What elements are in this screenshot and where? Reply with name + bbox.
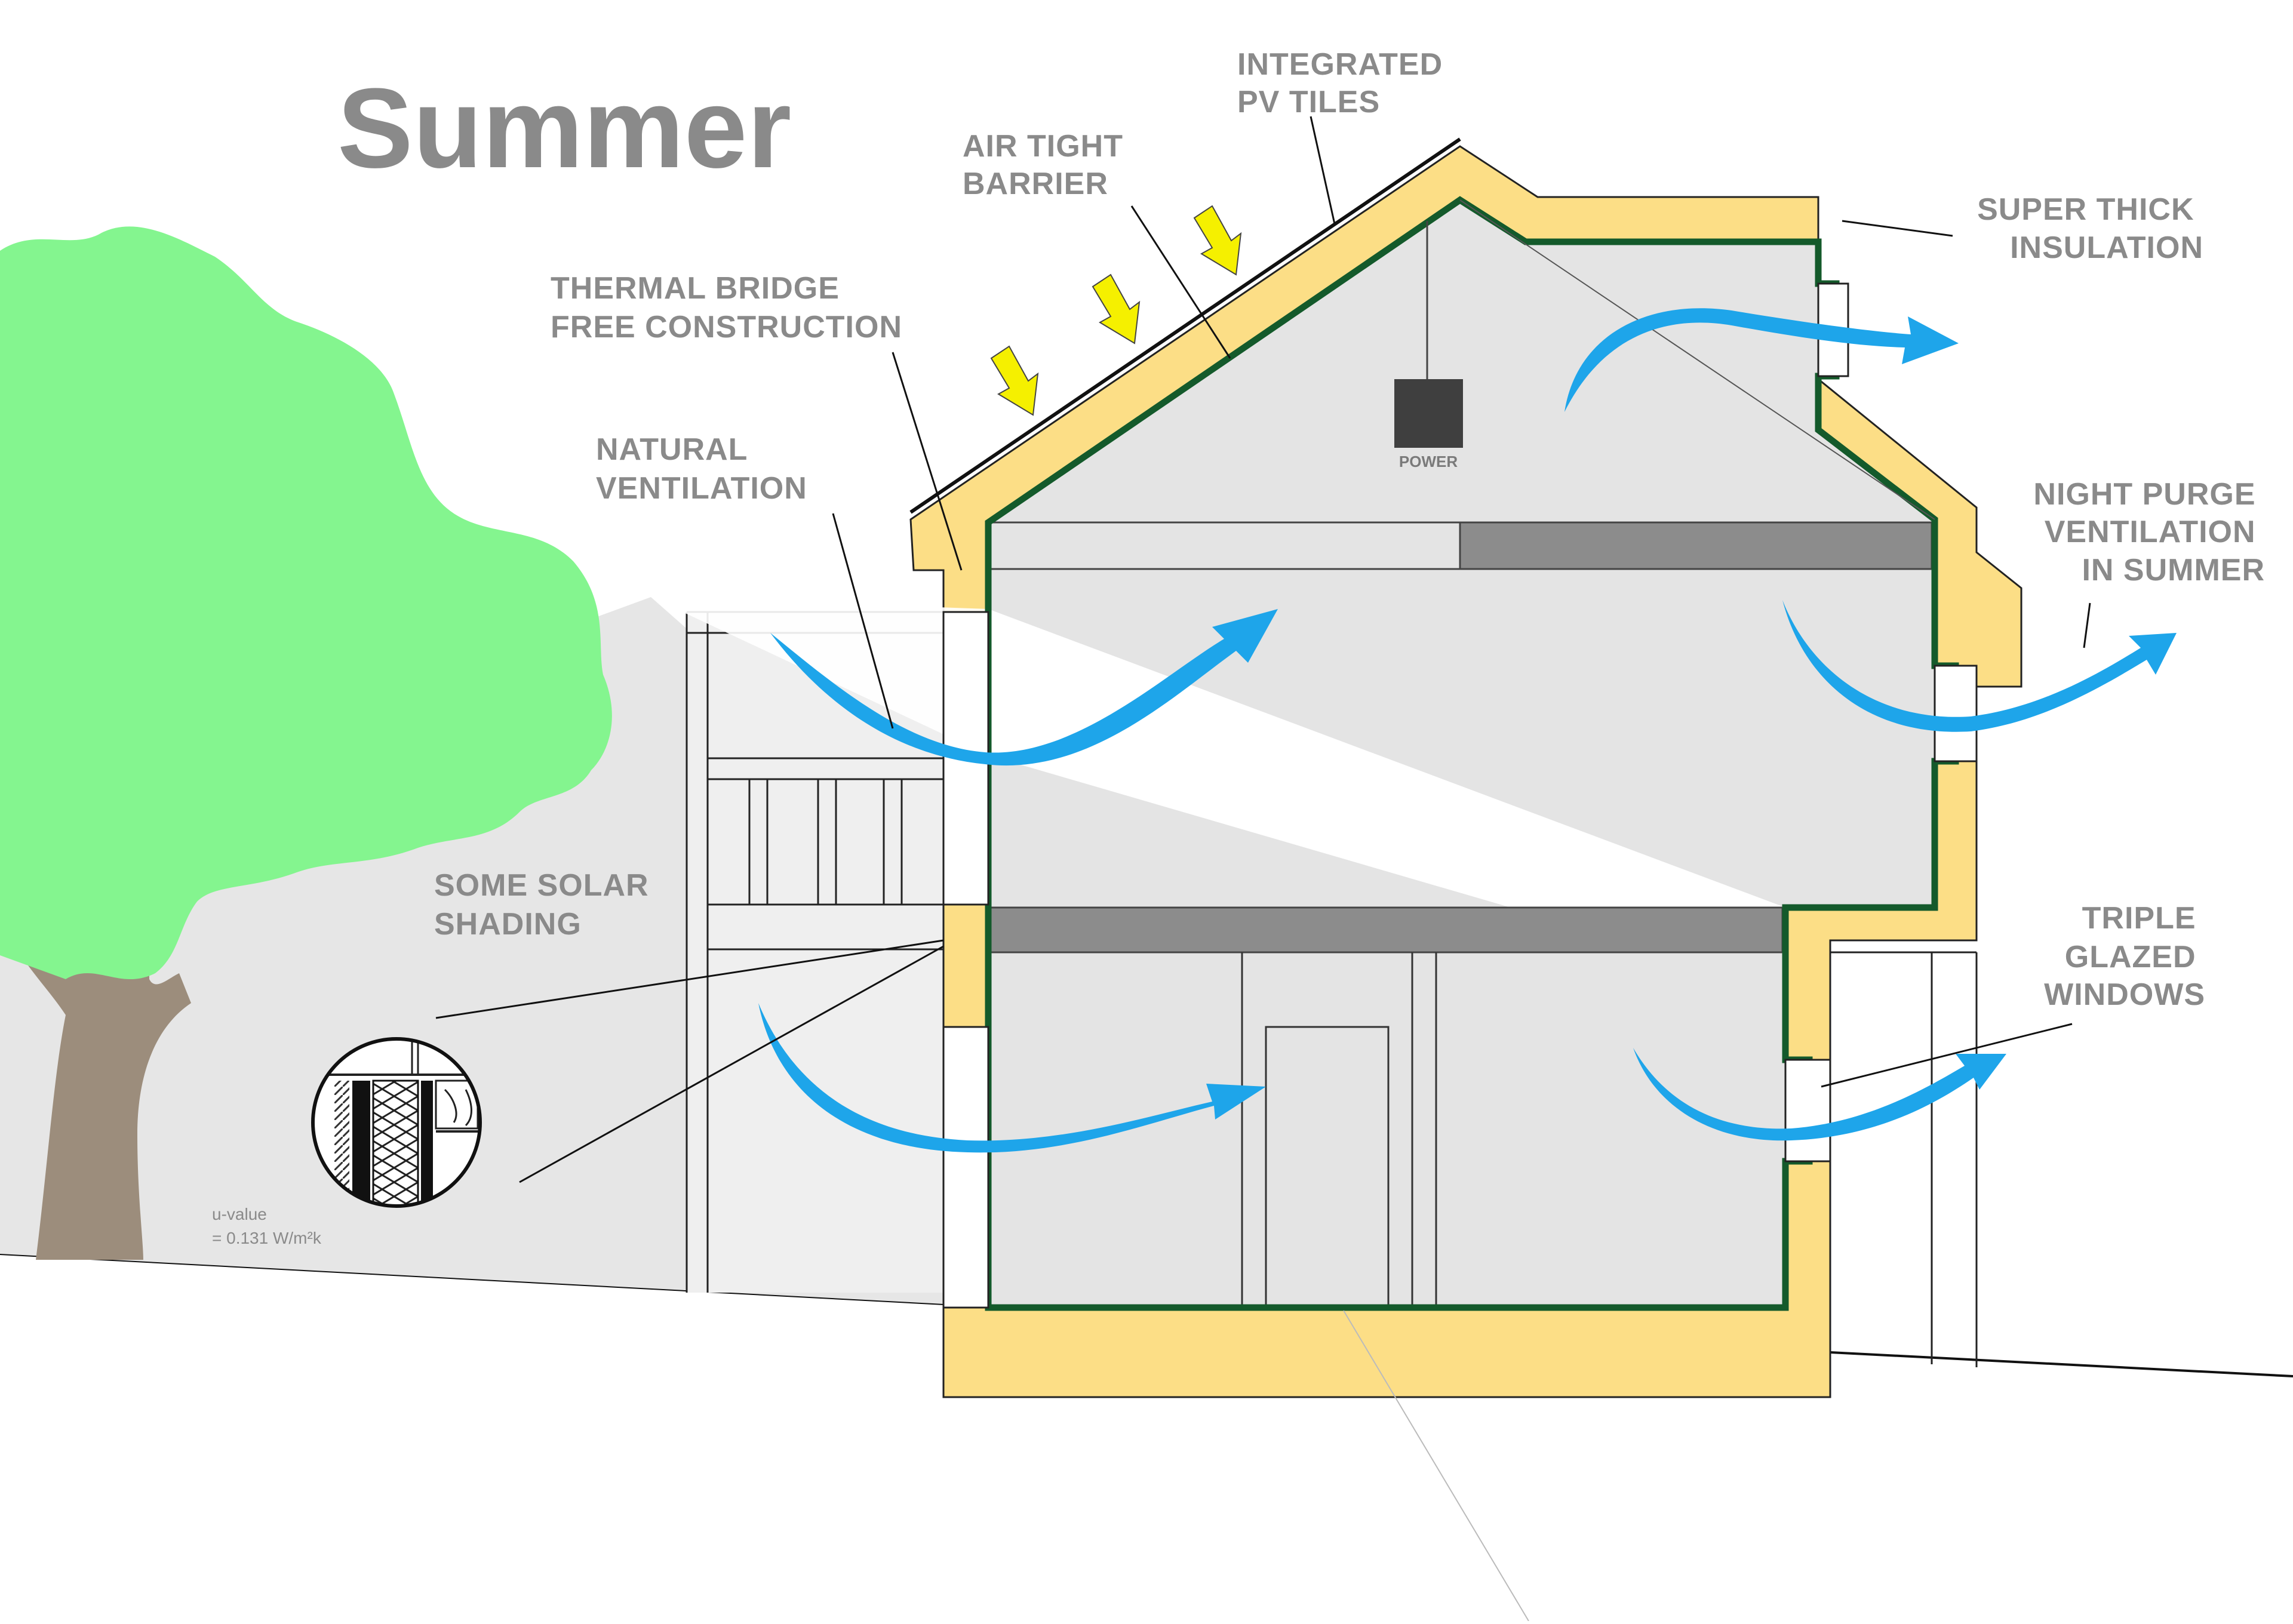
- attic-diagonal: [1459, 199, 1935, 520]
- detail-callout-lines: [435, 939, 944, 1183]
- power-unit: [1394, 379, 1463, 448]
- tree-foliage: [0, 226, 612, 979]
- ceiling-slab: [987, 521, 1461, 570]
- pv-tiles: [909, 137, 1461, 514]
- label-triple-glazed-windows: TRIPLE GLAZED WINDOWS: [2044, 901, 2205, 1012]
- label-u-value: u-value = 0.131 W/m²k: [212, 1205, 322, 1247]
- house-interior: [988, 200, 1935, 1308]
- label-thermal-bridge-free: THERMAL BRIDGE FREE CONSTRUCTION: [551, 271, 902, 345]
- left-lower-window: [942, 1026, 989, 1309]
- upper-right-window: [1934, 665, 1978, 762]
- ceiling-slab-dark: [1459, 521, 1933, 570]
- label-some-solar-shading: SOME SOLAR SHADING: [434, 868, 658, 942]
- airflow-arrows: [758, 308, 2177, 1153]
- right-external-frame: [1830, 951, 1978, 1367]
- label-night-purge-ventilation: NIGHT PURGE VENTILATION IN SUMMER: [2033, 477, 2265, 588]
- label-super-thick-insulation: SUPER THICK INSULATION: [1977, 192, 2203, 265]
- wall-detail-magnifier: [311, 1037, 482, 1208]
- floor-slab: [987, 906, 1784, 954]
- projection-line: [1343, 1310, 1529, 1622]
- label-natural-ventilation: NATURAL VENTILATION: [596, 432, 807, 506]
- page-title: Summer: [337, 65, 791, 192]
- label-integrated-pv-tiles: INTEGRATED PV TILES: [1237, 47, 1452, 119]
- lower-right-window: [1784, 1059, 1831, 1162]
- ground-line-right: [1830, 1351, 2293, 1377]
- label-air-tight-barrier: AIR TIGHT BARRIER: [963, 129, 1132, 201]
- balcony-structure: [686, 611, 975, 1293]
- leader-lines: [832, 116, 2091, 1088]
- sun-rays: [990, 205, 1242, 416]
- power-label: POWER: [1399, 453, 1458, 470]
